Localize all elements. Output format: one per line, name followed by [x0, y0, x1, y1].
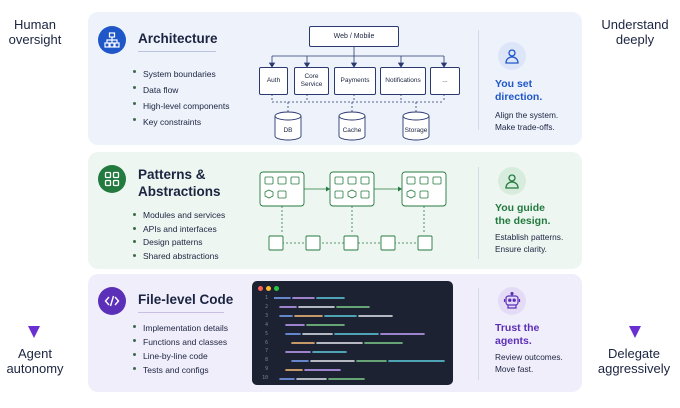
architecture-divider: [478, 30, 479, 130]
line-number: 2: [265, 304, 268, 310]
window-minimize-dot: [266, 286, 271, 291]
architecture-title-underline: [138, 51, 216, 52]
line-number: 8: [265, 358, 268, 364]
window-maximize-dot: [274, 286, 279, 291]
line-number: 6: [265, 340, 268, 346]
patterns-title: Patterns & Abstractions: [138, 167, 221, 199]
patterns-role-title: You guide the design.: [495, 202, 551, 227]
list-item: Tests and configs: [133, 363, 228, 377]
cache-label: Cache: [342, 127, 362, 134]
code-lines: [274, 297, 445, 380]
line-number: 4: [265, 322, 268, 328]
list-item: Functions and classes: [133, 335, 228, 349]
agent-autonomy-label: Agent autonomy: [6, 346, 64, 376]
delegate-aggressively-label: Delegate aggressively: [597, 346, 671, 376]
left-axis-arrow: [28, 60, 40, 338]
architecture-bullets: System boundaries Data flow High-level c…: [133, 66, 229, 130]
person-icon: [498, 167, 526, 195]
line-numbers: 1 2 3 4 5 6 7 8 9 10: [258, 295, 268, 384]
more-services-node: ...: [430, 67, 460, 95]
list-item: Line-by-line code: [133, 349, 228, 363]
code-role-desc: Review outcomes. Move fast.: [495, 352, 563, 374]
architecture-title: Architecture: [138, 31, 218, 46]
window-close-dot: [258, 286, 263, 291]
understand-deeply-label: Understand deeply: [601, 17, 669, 47]
line-number: 9: [265, 367, 268, 373]
person-icon: [498, 42, 526, 70]
notifications-node: Notifications: [380, 67, 426, 95]
architecture-role-title: You set direction.: [495, 78, 543, 103]
robot-icon: [498, 287, 526, 315]
code-title-underline: [138, 312, 224, 313]
patterns-role-desc: Establish patterns. Ensure clarity.: [495, 232, 564, 254]
payments-node: Payments: [334, 67, 376, 95]
code-divider: [478, 288, 479, 380]
line-number: 10: [262, 376, 268, 382]
core-service-node: Core Service: [294, 67, 329, 95]
list-item: Implementation details: [133, 321, 228, 335]
architecture-role-desc: Align the system. Make trade-offs.: [495, 110, 559, 132]
line-number: 3: [265, 313, 268, 319]
code-brackets-icon: [98, 287, 126, 315]
line-number: 5: [265, 331, 268, 337]
patterns-divider: [478, 167, 479, 259]
code-title: File-level Code: [138, 292, 234, 307]
patterns-diagram: [259, 171, 447, 251]
list-item: Design patterns: [133, 236, 225, 250]
storage-label: Storage: [404, 127, 428, 134]
architecture-connectors: [268, 46, 448, 141]
list-item: System boundaries: [133, 66, 229, 82]
line-number: 7: [265, 349, 268, 355]
patterns-bullets: Modules and services APIs and interfaces…: [133, 209, 225, 263]
line-number: 1: [265, 296, 268, 301]
auth-node: Auth: [259, 67, 288, 95]
list-item: Data flow: [133, 82, 229, 98]
human-oversight-label: Human oversight: [8, 17, 62, 47]
right-axis-arrow: [629, 60, 641, 338]
web-mobile-node: Web / Mobile: [309, 26, 399, 47]
grid-icon: [98, 165, 126, 193]
code-bullets: Implementation details Functions and cla…: [133, 321, 228, 377]
list-item: High-level components: [133, 98, 229, 114]
list-item: Key constraints: [133, 114, 229, 130]
code-role-title: Trust the agents.: [495, 322, 540, 347]
patterns-panel: [88, 152, 582, 269]
db-label: DB: [283, 127, 293, 134]
list-item: APIs and interfaces: [133, 223, 225, 237]
code-editor: 1 2 3 4 5 6 7 8 9 10: [252, 281, 453, 385]
hierarchy-icon: [98, 26, 126, 54]
list-item: Shared abstractions: [133, 250, 225, 264]
list-item: Modules and services: [133, 209, 225, 223]
